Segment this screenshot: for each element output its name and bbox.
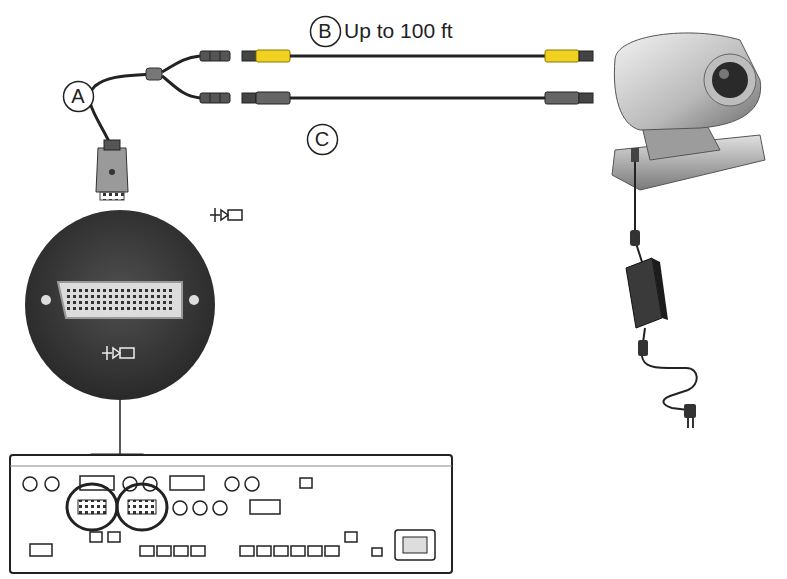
callout-letter: C [306, 128, 339, 151]
cable-length-note: Up to 100 ft [344, 19, 453, 43]
callout-letter: B [309, 20, 342, 43]
callout-circle: A [62, 80, 95, 113]
callout-circle: B [309, 15, 342, 48]
callout-circle: C [306, 123, 339, 156]
callout-letter: A [62, 85, 95, 108]
